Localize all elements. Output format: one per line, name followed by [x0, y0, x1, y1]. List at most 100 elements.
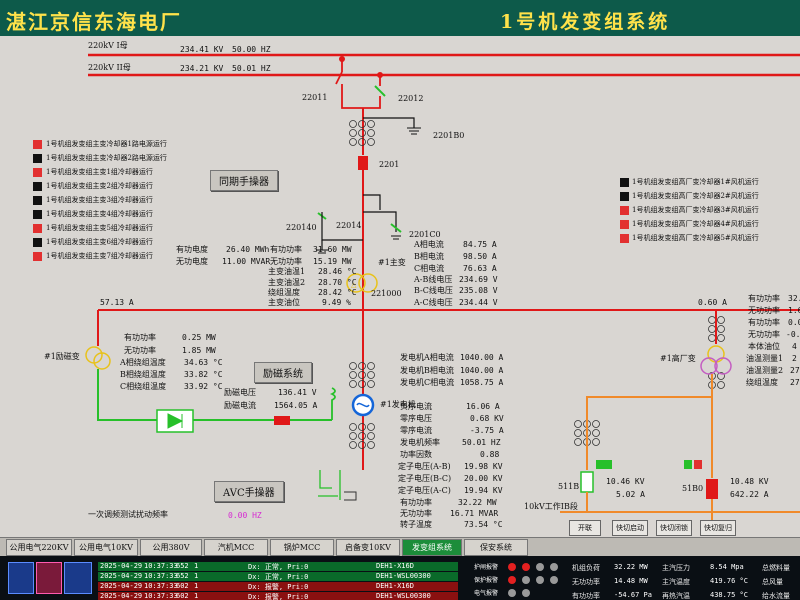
feeder-51B0-current: 642.22 A [730, 490, 769, 499]
legend-indicator [620, 178, 629, 187]
log-row[interactable]: 2025-04-29 10:37:33 602 1 Dx: 报警, Pri:0 … [98, 592, 458, 600]
reading-value: 28.70 °C [318, 278, 357, 287]
stat-value: 438.75 °C [710, 591, 748, 599]
fast-transfer-lock-button[interactable]: 快切闭锁 [656, 520, 692, 536]
switch-22011[interactable] [335, 59, 363, 109]
reading-value: 15.19 MW [313, 257, 352, 266]
label-2201: 2201 [379, 160, 400, 169]
legend-indicator [33, 210, 42, 219]
stat-label: 总燃料量 [762, 564, 790, 572]
legend-indicator [33, 182, 42, 191]
alarm-led [522, 589, 530, 597]
nav-tabs: 公用电气220KV 公用电气10KV 公用380V 汽机MCC 锅炉MCC 启备… [0, 537, 800, 556]
bus-10kv-label: 10kV工作IB段 [524, 502, 578, 511]
legend-label: 1号机组发变组高厂变冷却器2#风机运行 [632, 192, 759, 200]
alarm-led [536, 576, 544, 584]
log-n: 1 [194, 582, 199, 590]
app-icon[interactable] [64, 562, 92, 594]
alarm-led [522, 563, 530, 571]
legend-indicator [33, 238, 42, 247]
reading-value: 1040.00 A [460, 366, 504, 375]
reading-value: 1564.05 A [274, 401, 318, 410]
legend-indicator [620, 206, 629, 215]
reading-value: 20.00 KV [464, 474, 503, 483]
alarm-led [536, 563, 544, 571]
app-icon[interactable] [36, 562, 62, 594]
tab-generator-system[interactable]: 发变组系统 [402, 539, 462, 556]
reading-label: A相电流 [414, 240, 444, 249]
reading-label: 主变油位 [268, 298, 300, 307]
alarm-led [508, 563, 516, 571]
excitation-system-button[interactable]: 励磁系统 [254, 362, 312, 383]
reading-value: -3.75 A [470, 426, 504, 435]
reading-value: 27 [790, 366, 800, 375]
log-n: 1 [194, 592, 199, 600]
avc-controller-button[interactable]: AVC手操器 [214, 481, 284, 502]
breaker-2201[interactable] [358, 156, 368, 170]
protection-label: 电气报警 [474, 590, 499, 597]
reading-label: C相绕组温度 [120, 382, 167, 391]
reading-value: 1058.75 A [460, 378, 504, 387]
legend-label: 1号机组发变组主变冷却器1路电源运行 [46, 140, 167, 148]
feeder-511B-status [596, 460, 612, 469]
reading-label: 有功功率 [748, 294, 780, 303]
reading-label: 定子电压(A-B) [398, 462, 451, 471]
log-date: 2025-04-29 [100, 562, 143, 570]
sync-controller-button[interactable]: 同期手操器 [210, 170, 278, 191]
header-bar: 湛江京信东海电厂 1号机发变组系统 [0, 0, 800, 36]
switch-22012[interactable] [363, 75, 381, 109]
feeder-511B-current: 5.02 A [616, 490, 645, 499]
tab-common-380v[interactable]: 公用380V [140, 539, 202, 556]
fast-transfer-reset-button[interactable]: 快切复归 [700, 520, 736, 536]
app-icon[interactable] [8, 562, 34, 594]
link-button[interactable]: 开联 [569, 520, 601, 536]
reading-value: 19.98 KV [464, 462, 503, 471]
reading-value: 4 [792, 342, 797, 351]
reading-value: 16.71 MVAR [450, 509, 499, 518]
log-row[interactable]: 2025-04-29 10:37:33 652 1 Dx: 正常, Pri:0 … [98, 572, 458, 581]
aux-tf-name: #1高厂变 [660, 354, 696, 363]
legend-label: 1号机组发变组主变5组冷却器运行 [46, 224, 153, 232]
tab-boiler-mcc[interactable]: 锅炉MCC [270, 539, 334, 556]
reading-value: 1.62 [788, 306, 800, 315]
reading-label: 无功功率 [748, 306, 780, 315]
reading-value: 16.06 A [466, 402, 500, 411]
tab-standby-10kv[interactable]: 启备变10KV [336, 539, 400, 556]
stat-label: 给水流量 [762, 592, 790, 600]
reading-label: 油温测量2 [746, 366, 784, 375]
stat-label: 主汽温度 [662, 578, 690, 586]
tab-common-220kv[interactable]: 公用电气220KV [6, 539, 72, 556]
reading-label: 定子电压(A-C) [398, 486, 451, 495]
reading-value: 0.25 MW [182, 333, 216, 342]
tab-security-system[interactable]: 保安系统 [464, 539, 528, 556]
reading-label: 无功功率 [748, 330, 780, 339]
reading-label: 主变油温1 [268, 267, 306, 276]
log-date: 2025-04-29 [100, 592, 143, 600]
legend-indicator [33, 168, 42, 177]
reading-label: 定子电压(B-C) [398, 474, 452, 483]
label-22012: 22012 [398, 94, 424, 103]
alarm-led [550, 563, 558, 571]
svg-text:△: △ [351, 281, 357, 289]
reading-value: 234.44 V [459, 298, 498, 307]
reading-label: 无功功率 [400, 509, 432, 518]
stat-value: 8.54 Mpa [710, 563, 744, 571]
tab-turbine-mcc[interactable]: 汽机MCC [204, 539, 268, 556]
reading-value: 50.01 HZ [462, 438, 501, 447]
legend-label: 1号机组发变组主变2组冷却器运行 [46, 182, 153, 190]
reading-label: B相绕组温度 [120, 370, 166, 379]
log-row[interactable]: 2025-04-29 10:37:33 602 1 Dx: 报警, Pri:0 … [98, 582, 458, 591]
generator-name: #1发电机 [380, 400, 416, 409]
line-current-left: 57.13 A [100, 298, 134, 307]
fast-transfer-start-button[interactable]: 快切启动 [612, 520, 648, 536]
legend-label: 1号机组发变组主变7组冷却器运行 [46, 252, 153, 260]
bus1-voltage: 234.41 KV [180, 45, 224, 54]
reading-value: 1.85 MW [182, 346, 216, 355]
reading-label: 无功功率 [270, 257, 302, 266]
log-date: 2025-04-29 [100, 572, 143, 580]
log-time: 10:37:33 [144, 572, 178, 580]
tab-common-10kv[interactable]: 公用电气10KV [74, 539, 138, 556]
legend-label: 1号机组发变组主变冷却器2路电源运行 [46, 154, 167, 162]
log-tag: DEH1-X16D [376, 582, 414, 590]
log-row[interactable]: 2025-04-29 10:37:33 652 1 Dx: 正常, Pri:0 … [98, 562, 458, 571]
